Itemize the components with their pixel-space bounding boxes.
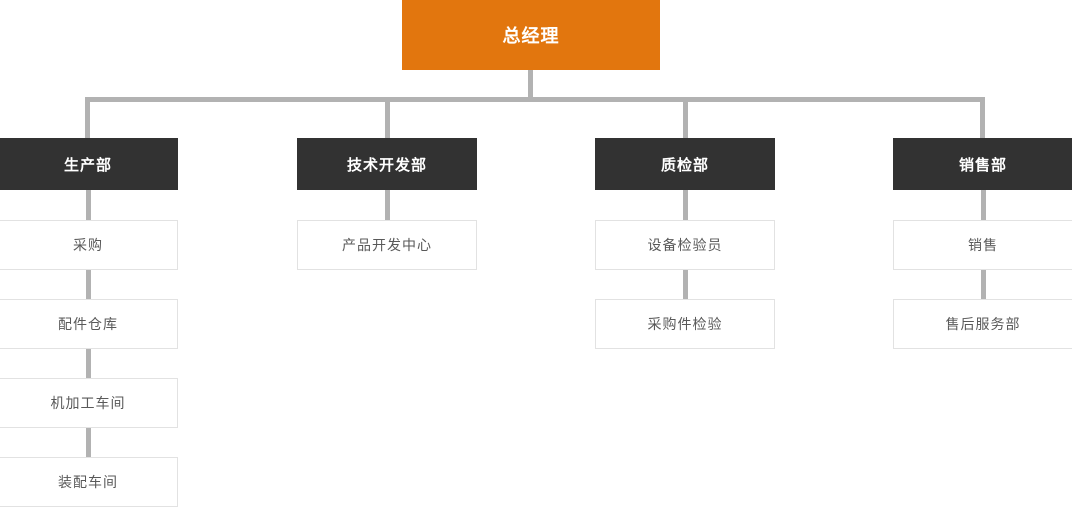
connector-line <box>85 97 985 102</box>
sub-node-label: 配件仓库 <box>58 316 118 332</box>
dept-node-sales[interactable]: 销售部 <box>893 138 1072 190</box>
sub-node-label: 销售 <box>968 237 998 253</box>
sub-node-purchasing[interactable]: 采购 <box>0 220 178 270</box>
connector-line <box>384 190 390 220</box>
branch-production: 生产部 采购 配件仓库 机加工车间 装配车间 <box>0 138 178 507</box>
connector-line <box>980 190 986 220</box>
sub-node-label: 机加工车间 <box>50 395 126 411</box>
sub-node-machining-workshop[interactable]: 机加工车间 <box>0 378 178 428</box>
connector-line <box>85 102 90 138</box>
dept-node-label: 生产部 <box>63 156 112 174</box>
sub-node-label: 售后服务部 <box>945 316 1021 332</box>
sub-node-product-dev-center[interactable]: 产品开发中心 <box>297 220 477 270</box>
connector-line <box>385 102 390 138</box>
sub-node-equipment-inspector[interactable]: 设备检验员 <box>595 220 775 270</box>
dept-node-quality-inspection[interactable]: 质检部 <box>595 138 775 190</box>
sub-node-label: 设备检验员 <box>647 237 723 253</box>
sub-node-label: 采购 <box>73 237 103 253</box>
connector-line <box>682 270 688 299</box>
sub-node-label: 产品开发中心 <box>342 237 432 253</box>
sub-node-label: 装配车间 <box>58 474 118 490</box>
branch-quality-inspection: 质检部 设备检验员 采购件检验 <box>595 138 775 349</box>
sub-node-sales[interactable]: 销售 <box>893 220 1072 270</box>
dept-node-label: 销售部 <box>958 156 1007 174</box>
sub-node-assembly-workshop[interactable]: 装配车间 <box>0 457 178 507</box>
sub-node-parts-warehouse[interactable]: 配件仓库 <box>0 299 178 349</box>
dept-node-label: 技术开发部 <box>346 156 427 174</box>
branch-sales: 销售部 销售 售后服务部 <box>893 138 1072 349</box>
connector-line <box>85 190 91 220</box>
connector-line <box>980 102 985 138</box>
branch-tech-development: 技术开发部 产品开发中心 <box>297 138 477 270</box>
connector-line <box>980 270 986 299</box>
dept-node-label: 质检部 <box>660 156 709 174</box>
root-node-general-manager[interactable]: 总经理 <box>402 0 660 70</box>
sub-node-after-sales-service[interactable]: 售后服务部 <box>893 299 1072 349</box>
sub-node-label: 采购件检验 <box>647 316 723 332</box>
connector-line <box>85 270 91 299</box>
root-node-label: 总经理 <box>502 26 560 46</box>
dept-node-production[interactable]: 生产部 <box>0 138 178 190</box>
connector-line <box>85 428 91 457</box>
connector-line <box>528 70 533 97</box>
sub-node-purchased-parts-inspection[interactable]: 采购件检验 <box>595 299 775 349</box>
connector-line <box>85 349 91 378</box>
connector-line <box>682 190 688 220</box>
connector-line <box>683 102 688 138</box>
dept-node-tech-development[interactable]: 技术开发部 <box>297 138 477 190</box>
